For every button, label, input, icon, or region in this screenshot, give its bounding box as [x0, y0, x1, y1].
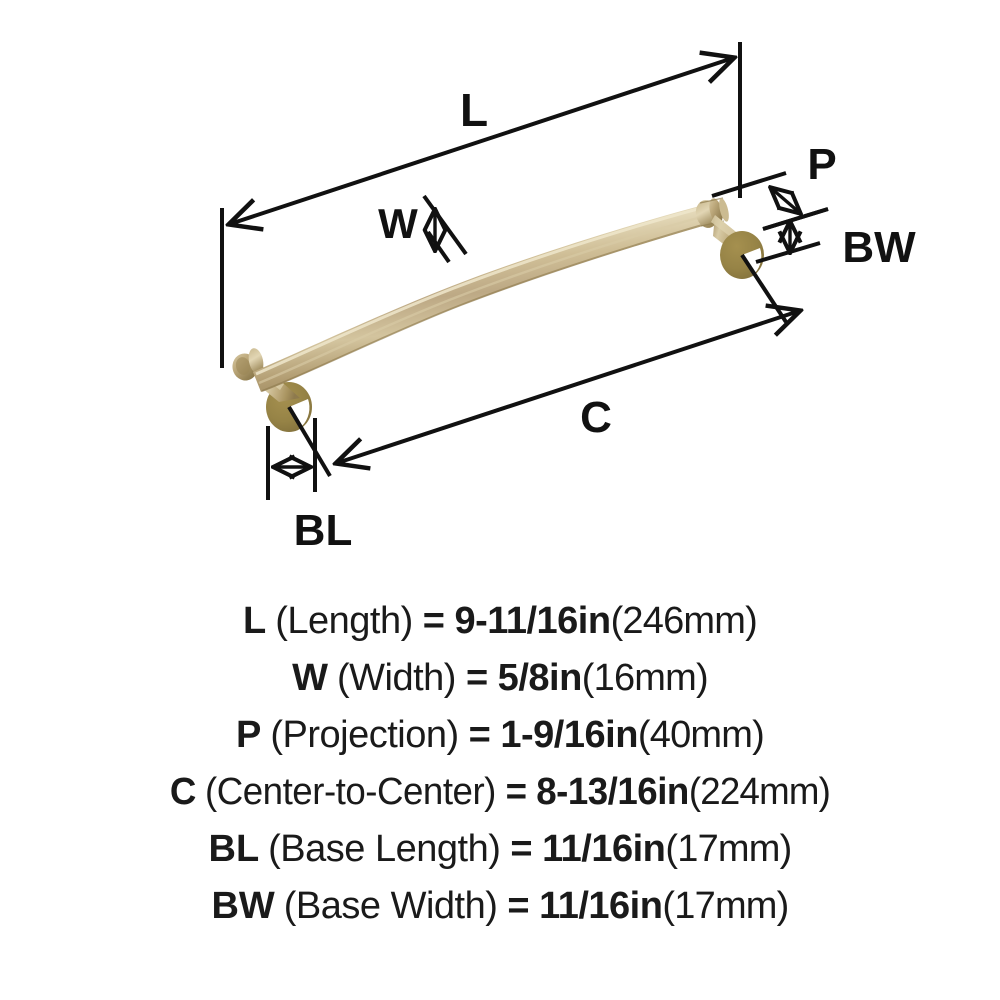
- diagram-canvas: L W P BW C BL: [220, 42, 916, 555]
- witness-line-BW-upper: [762, 207, 829, 231]
- spec-value: = 11/16in: [507, 885, 663, 927]
- witness-line-C-left: [287, 405, 332, 478]
- label-L: L: [460, 84, 488, 136]
- spec-symbol: BL: [208, 828, 260, 870]
- diagram-labels: L W P BW C BL: [294, 84, 916, 555]
- spec-row-center-to-center: C (Center-to-Center) = 8-13/16in (224mm): [18, 771, 983, 828]
- left-end-cap: [232, 348, 264, 381]
- spec-metric: (40mm): [637, 714, 765, 756]
- spec-value: = 11/16in: [510, 828, 666, 870]
- spec-row-projection: P (Projection) = 1-9/16in (40mm): [0, 714, 1000, 771]
- witness-line-W-lower: [426, 230, 451, 264]
- spec-name: (Base Length): [268, 828, 501, 870]
- label-BW: BW: [842, 223, 916, 272]
- spec-row-base-length: BL (Base Length) = 11/16in (17mm): [0, 828, 1000, 885]
- spec-name: (Projection): [270, 714, 459, 756]
- spec-metric: (17mm): [662, 885, 789, 927]
- spec-value: = 8-13/16in: [505, 771, 690, 813]
- label-W: W: [378, 200, 418, 247]
- dimension-line-C: [337, 311, 799, 463]
- spec-name: (Width): [336, 657, 456, 699]
- label-C: C: [580, 393, 612, 442]
- spec-metric: (16mm): [581, 657, 709, 699]
- spec-symbol: P: [235, 714, 262, 756]
- spec-metric: (224mm): [688, 771, 831, 813]
- spec-row-base-width: BW (Base Width) = 11/16in (17mm): [0, 885, 1000, 942]
- spec-symbol: W: [292, 657, 328, 699]
- dimension-line-P: [771, 188, 800, 213]
- specification-list: L (Length) = 9-11/16in (246mm) W (Width)…: [0, 600, 1000, 960]
- spec-value: = 1-9/16in: [468, 714, 639, 756]
- witness-line-P-upper: [711, 171, 787, 198]
- spec-metric: (17mm): [665, 828, 792, 870]
- spec-symbol: L: [243, 600, 267, 642]
- dimension-lines: [220, 42, 829, 500]
- dimension-line-L: [230, 58, 733, 224]
- product-dimension-diagram: L W P BW C BL: [220, 42, 916, 555]
- spec-row-width: W (Width) = 5/8in (16mm): [0, 657, 1000, 714]
- spec-name: (Length): [275, 600, 413, 642]
- cabinet-pull-illustration: [232, 197, 764, 432]
- spec-row-length: L (Length) = 9-11/16in (246mm): [0, 600, 1000, 657]
- witness-line-W-upper: [422, 194, 468, 256]
- spec-value: = 5/8in: [465, 657, 582, 699]
- right-mounting-base: [720, 231, 764, 279]
- spec-symbol: BW: [211, 885, 275, 927]
- label-P: P: [807, 140, 836, 189]
- spec-symbol: C: [169, 771, 197, 813]
- witness-line-BW-lower: [755, 241, 821, 264]
- witness-line-C-right: [740, 253, 788, 324]
- spec-name: (Center-to-Center): [205, 771, 496, 813]
- spec-metric: (246mm): [610, 600, 758, 642]
- spec-value: = 9-11/16in: [422, 600, 611, 642]
- spec-name: (Base Width): [283, 885, 498, 927]
- label-BL: BL: [294, 506, 353, 555]
